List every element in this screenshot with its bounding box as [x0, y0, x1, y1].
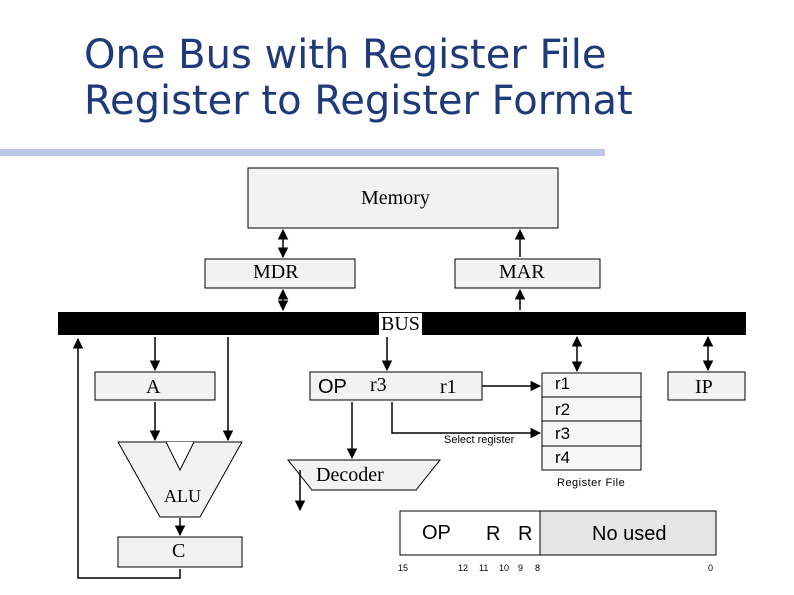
mdr-box — [204, 258, 356, 289]
c-bus-path — [72, 337, 181, 579]
select-register-path — [391, 402, 542, 439]
format-field-box — [399, 510, 541, 556]
c-register-label: C — [172, 540, 186, 562]
bit-8-label: 8 — [535, 563, 541, 573]
title-line-2: Register to Register Format — [84, 78, 633, 124]
alu-notch — [165, 441, 195, 472]
bit-9-label: 9 — [518, 563, 524, 573]
bit-12-label: 12 — [458, 563, 469, 573]
register-r2-label: r2 — [555, 400, 571, 419]
a-register-label: A — [146, 376, 161, 398]
register-r1-label: r1 — [555, 374, 571, 393]
ir-r3-label: r3 — [370, 374, 387, 396]
register-r3-label: r3 — [555, 424, 571, 443]
mar-box — [454, 258, 601, 289]
ip-register-box — [667, 371, 746, 401]
register-file-label: Register File — [557, 477, 626, 489]
format-op-label: OP — [422, 522, 451, 544]
format-r1-label: R — [486, 523, 501, 545]
ip-label: IP — [695, 376, 713, 398]
title-line-1: One Bus with Register File — [84, 32, 607, 78]
format-unused-box — [539, 510, 717, 556]
memory-box — [247, 167, 559, 229]
page-title: One Bus with Register File Register to R… — [84, 32, 633, 124]
alu-shape — [117, 441, 243, 518]
register-r4-label: r4 — [555, 448, 571, 467]
decoder-shape — [286, 459, 442, 491]
bit-0-label: 0 — [708, 563, 714, 573]
bit-10-label: 10 — [499, 563, 510, 573]
ir-r1-label: r1 — [440, 376, 457, 398]
mar-label: MAR — [499, 261, 545, 283]
bus-label: BUS — [379, 313, 422, 335]
title-underline — [0, 149, 605, 156]
a-register-box — [94, 371, 216, 401]
ir-op-label: OP — [318, 376, 347, 398]
c-register-box — [117, 536, 243, 568]
select-register-label: Select register — [444, 434, 515, 446]
memory-label: Memory — [361, 187, 430, 209]
alu-label: ALU — [164, 486, 201, 506]
format-r2-label: R — [518, 523, 533, 545]
mdr-label: MDR — [253, 261, 299, 283]
bit-11-label: 11 — [479, 563, 489, 573]
decoder-label: Decoder — [316, 464, 384, 486]
bit-15-label: 15 — [398, 563, 409, 573]
format-unused-label: No used — [592, 523, 667, 545]
